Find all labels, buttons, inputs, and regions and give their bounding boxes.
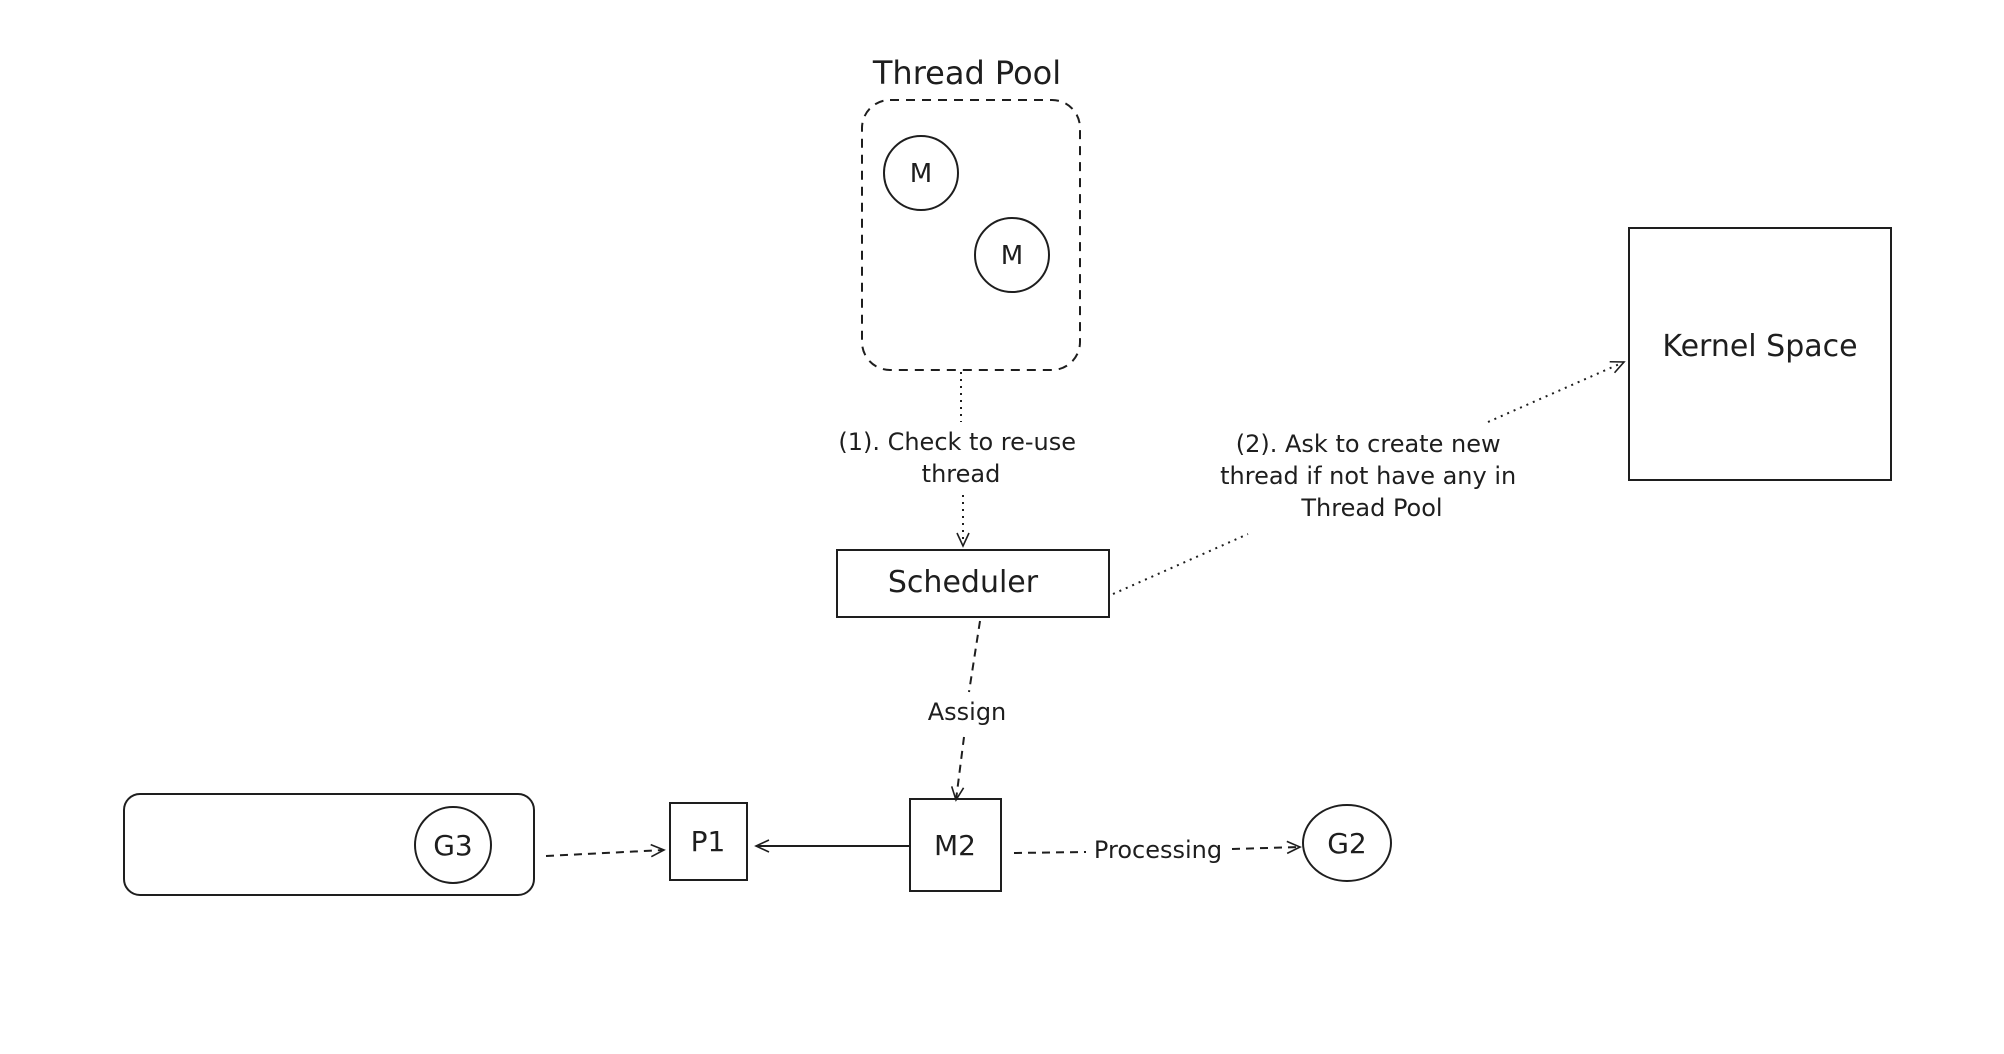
thread-pool-box (861, 99, 1081, 371)
thread-pool-title: Thread Pool (872, 54, 1061, 92)
g2-label: G2 (1327, 827, 1367, 860)
ask-create-line-2: thread if not have any in (1220, 462, 1516, 490)
edge-assign-label: Assign (928, 698, 1007, 726)
processor-p1: P1 (669, 802, 748, 881)
kernel-space-box: Kernel Space (1628, 227, 1892, 481)
ask-create-line-1: (2). Ask to create new (1236, 430, 1501, 458)
edge-assign-arrow (950, 736, 965, 802)
m2-label: M2 (934, 829, 976, 862)
check-reuse-line-1: (1). Check to re-use (838, 428, 1076, 456)
edge-ask-create-label: (2). Ask to create new thread if not hav… (1220, 430, 1524, 522)
check-reuse-line-2: thread (922, 460, 1001, 488)
p1-label: P1 (691, 825, 726, 858)
goroutine-g2: G2 (1302, 804, 1392, 882)
goroutine-g3: G3 (414, 806, 492, 884)
scheduler-label: Scheduler (888, 565, 1039, 600)
goroutine-queue: G3 (123, 793, 535, 896)
edge-processing-left (1013, 851, 1087, 854)
edge-check-reuse-label: (1). Check to re-use thread (838, 428, 1083, 488)
thread-pool-thread-1: M (883, 135, 959, 211)
edge-processing-label: Processing (1094, 836, 1222, 864)
edge-ask-create-arrow (1487, 360, 1626, 423)
ask-create-line-3: Thread Pool (1300, 494, 1442, 522)
kernel-space-label: Kernel Space (1662, 329, 1857, 364)
thread-pool-thread-2: M (974, 217, 1050, 293)
scheduler-box: Scheduler (836, 549, 1110, 618)
edge-ask-create-lower (1112, 533, 1249, 595)
g3-label: G3 (433, 829, 473, 862)
thread-1-label: M (910, 159, 932, 189)
thread-2-label: M (1001, 241, 1023, 271)
edge-assign-upper (968, 620, 981, 693)
edge-queue-to-p1 (545, 843, 666, 858)
edge-processing-arrow (1231, 840, 1302, 855)
machine-m2: M2 (909, 798, 1002, 892)
